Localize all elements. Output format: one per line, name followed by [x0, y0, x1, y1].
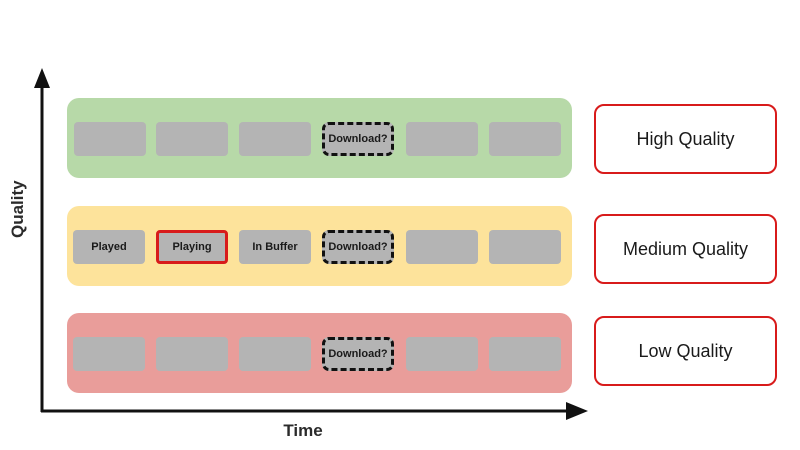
low-quality-band: Download?	[67, 313, 572, 393]
segment	[73, 337, 145, 371]
segment	[489, 230, 561, 264]
y-axis-label: Quality	[8, 180, 27, 238]
segment	[406, 337, 478, 371]
x-axis-arrowhead	[566, 402, 588, 420]
low-quality-label: Low Quality	[594, 316, 777, 386]
segment	[489, 337, 561, 371]
segment	[406, 230, 478, 264]
played-segment: Played	[73, 230, 145, 264]
x-axis-label: Time	[283, 421, 323, 440]
download-candidate-segment: Download?	[322, 122, 394, 156]
download-candidate-segment: Download?	[322, 337, 394, 371]
segment	[156, 337, 228, 371]
high-quality-label: High Quality	[594, 104, 777, 174]
playing-segment: Playing	[156, 230, 228, 264]
segment	[489, 122, 561, 156]
in-buffer-segment: In Buffer	[239, 230, 311, 264]
segment	[74, 122, 146, 156]
y-axis-arrowhead	[34, 68, 50, 88]
segment	[239, 122, 311, 156]
high-quality-band: Download?	[67, 98, 572, 178]
segment	[406, 122, 478, 156]
medium-quality-band: Played Playing In Buffer Download?	[67, 206, 572, 286]
segment	[239, 337, 311, 371]
medium-quality-label: Medium Quality	[594, 214, 777, 284]
segment	[156, 122, 228, 156]
download-candidate-segment: Download?	[322, 230, 394, 264]
